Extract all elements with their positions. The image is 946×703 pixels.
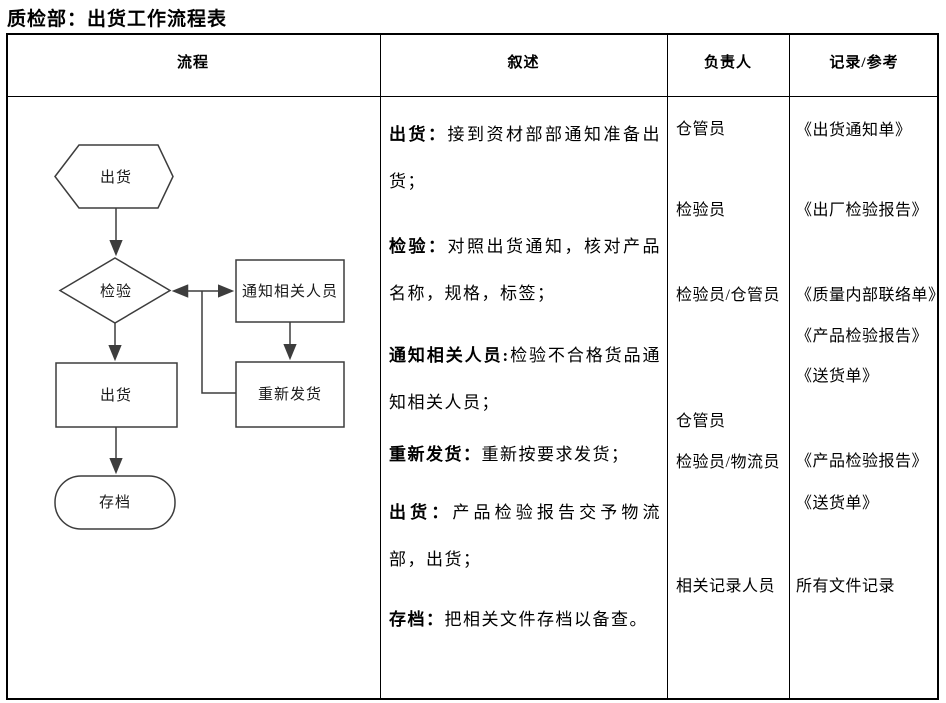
responsible-item: 仓管员 [676, 121, 726, 138]
responsible-item: 检验员/仓管员 [676, 287, 780, 304]
description-paragraph: 存档：把相关文件存档以备查。 [389, 596, 661, 643]
description-text: 检验不合格货品通知相关人员； [389, 346, 662, 412]
responsible-item: 相关记录人员 [676, 578, 776, 595]
archive-node-label: 存档 [99, 494, 131, 511]
description-paragraph: 通知相关人员:检验不合格货品通知相关人员； [389, 332, 661, 426]
diamond-check-node [58, 257, 172, 324]
connector-reship-to-check [201, 291, 236, 394]
description-text: 产品检验报告交予物流部，出货； [389, 503, 661, 569]
stadium-archive-node [54, 475, 176, 530]
description-paragraph: 出货：接到资材部部通知准备出货； [389, 111, 661, 205]
column-divider-3 [789, 33, 790, 700]
table-border [6, 33, 939, 700]
description-text: 对照出货通知，核对产品名称，规格，标签； [389, 237, 661, 303]
description-column: 出货：接到资材部部通知准备出货； 检验：对照出货通知，核对产品名称，规格，标签；… [389, 111, 661, 643]
description-label: 出货： [389, 503, 453, 522]
record-item: 《质量内部联络单》 [796, 287, 945, 304]
record-item: 《出货通知单》 [796, 122, 912, 139]
header-responsible: 负责人 [703, 55, 752, 71]
hexagon-start-node [54, 144, 174, 209]
rect-reship-node [235, 361, 345, 428]
description-paragraph: 检验：对照出货通知，核对产品名称，规格，标签； [389, 223, 661, 317]
responsible-item: 检验员/物流员 [676, 454, 780, 471]
record-item: 所有文件记录 [796, 578, 896, 595]
description-label: 通知相关人员: [389, 346, 510, 365]
description-paragraph: 重新发货：重新按要求发货； [389, 431, 661, 478]
column-divider-2 [667, 33, 668, 700]
description-label: 出货： [389, 125, 448, 144]
responsible-item: 检验员 [676, 202, 726, 219]
description-label: 存档： [389, 610, 445, 629]
header-process: 流程 [176, 55, 209, 71]
description-text: 重新按要求发货； [481, 445, 630, 464]
record-item: 《送货单》 [796, 495, 879, 512]
record-item: 《产品检验报告》 [796, 453, 929, 470]
description-paragraph: 出货：产品检验报告交予物流部，出货； [389, 489, 661, 583]
responsible-item: 仓管员 [676, 413, 726, 430]
notify-node-label: 通知相关人员 [242, 283, 338, 300]
record-item: 《送货单》 [796, 368, 879, 385]
column-divider-1 [380, 33, 381, 700]
header-description: 叙述 [507, 55, 540, 71]
header-records: 记录/参考 [829, 55, 899, 71]
header-divider-line [6, 96, 939, 97]
flowchart: 出货 检验 出货 存档 通知相关人员 重新发货 [54, 144, 345, 530]
check-node-label: 检验 [100, 283, 132, 300]
description-text: 接到资材部部通知准备出货； [389, 125, 661, 191]
ship-node-label: 出货 [100, 387, 132, 404]
page-title: 质检部：出货工作流程表 [7, 9, 228, 30]
rect-ship-node [55, 362, 178, 428]
description-text: 把相关文件存档以备查。 [444, 610, 648, 629]
description-label: 重新发货： [389, 445, 482, 464]
start-node-label: 出货 [100, 169, 132, 186]
description-label: 检验： [389, 237, 448, 256]
rect-notify-node [235, 259, 345, 323]
reship-node-label: 重新发货 [258, 386, 322, 403]
record-item: 《出厂检验报告》 [796, 202, 929, 219]
record-item: 《产品检验报告》 [796, 328, 929, 345]
